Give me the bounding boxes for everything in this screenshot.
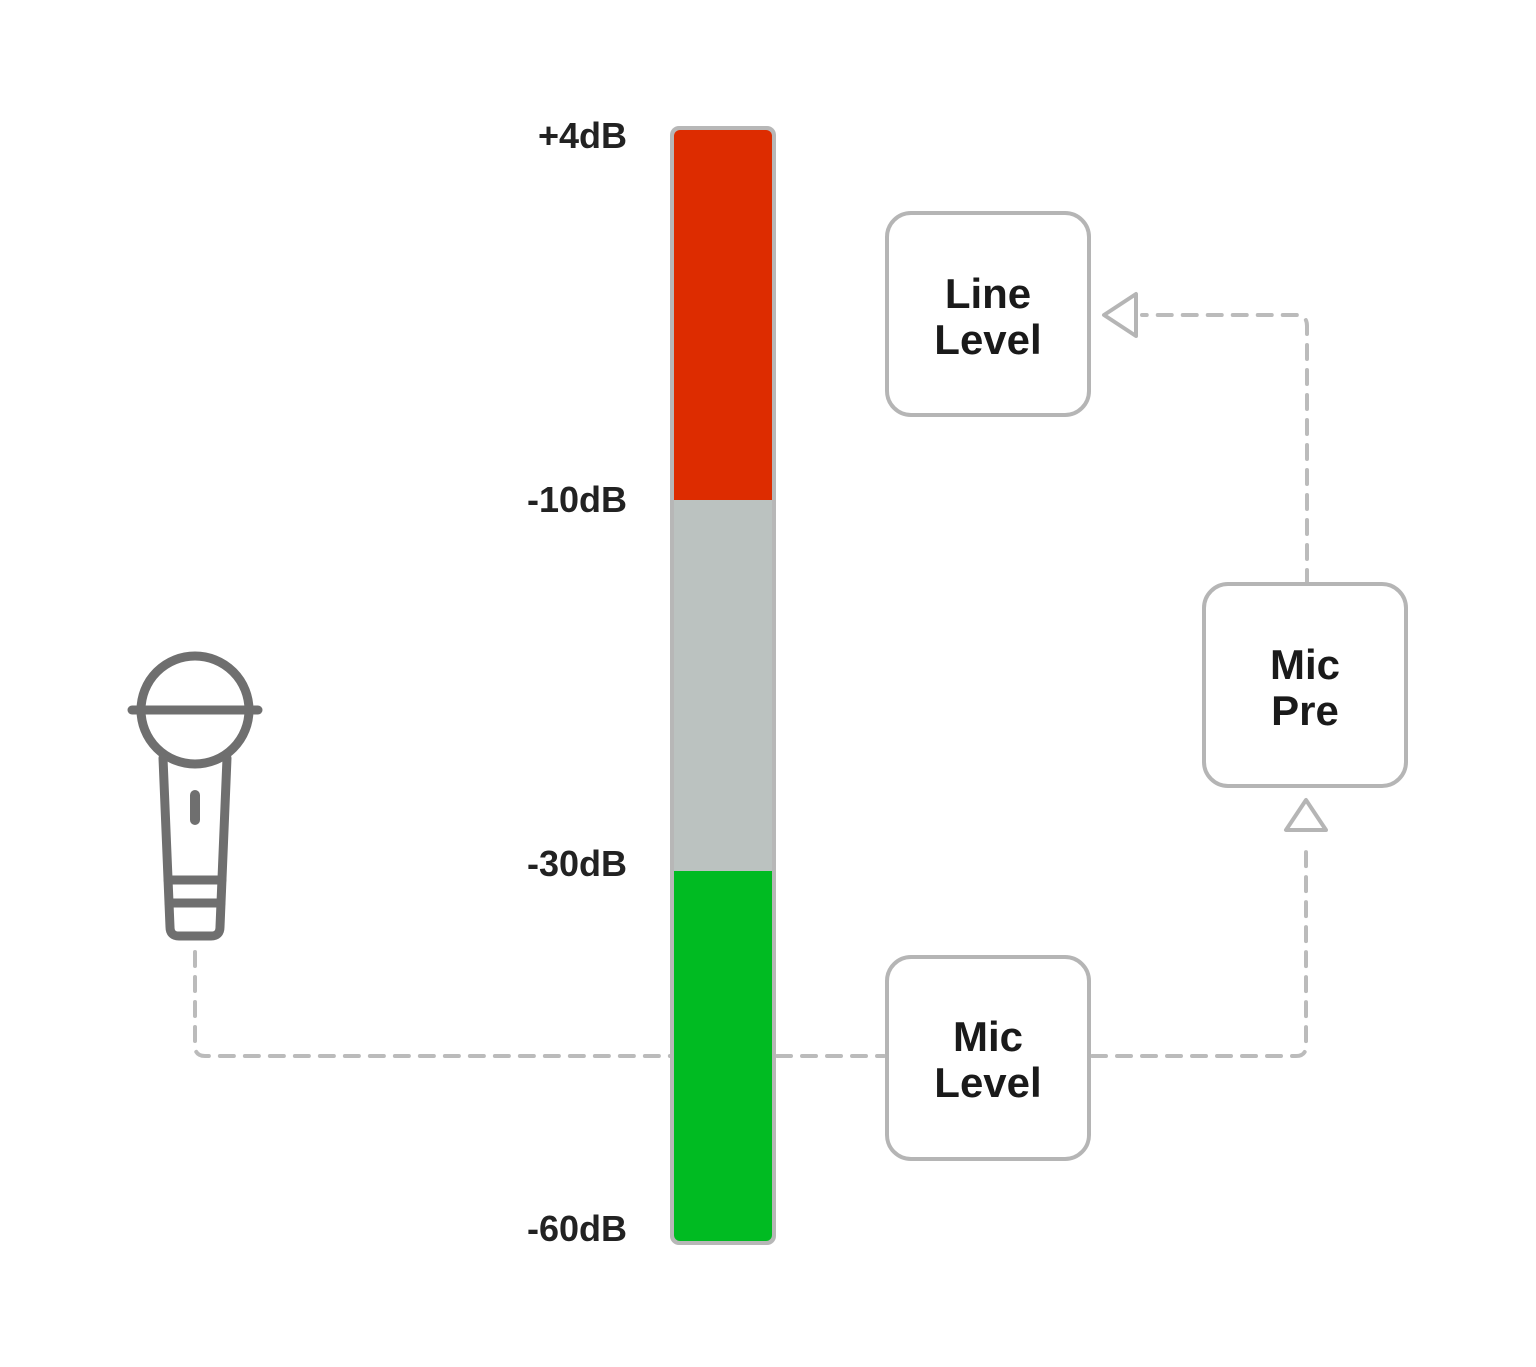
connectors bbox=[193, 292, 1328, 1058]
node-line-level-line2: Level bbox=[934, 316, 1041, 363]
arrow-up-icon bbox=[1284, 798, 1328, 832]
node-mic-level: Mic Level bbox=[885, 955, 1091, 1161]
tick-label-plus4: +4dB bbox=[538, 115, 627, 156]
connector-mic-level-to-mic-pre bbox=[1090, 842, 1308, 1058]
meter-segment-nominal bbox=[674, 500, 772, 871]
connector-mic-to-mic-level bbox=[193, 950, 886, 1058]
node-mic-pre-line1: Mic bbox=[1270, 641, 1340, 688]
connector-mic-pre-to-line-level bbox=[1140, 313, 1309, 586]
arrow-left-icon bbox=[1102, 292, 1138, 338]
microphone-icon bbox=[127, 651, 263, 941]
level-meter: +4dB -10dB -30dB -60dB bbox=[527, 115, 776, 1249]
node-line-level: Line Level bbox=[885, 211, 1091, 417]
tick-label-minus10: -10dB bbox=[527, 479, 627, 520]
meter-segment-low bbox=[674, 871, 772, 1241]
meter-segment-low-top bbox=[674, 871, 772, 891]
tick-label-minus30: -30dB bbox=[527, 843, 627, 884]
meter-segment-hot-base bbox=[674, 480, 772, 500]
node-mic-pre-line2: Pre bbox=[1271, 687, 1339, 734]
node-line-level-line1: Line bbox=[945, 270, 1031, 317]
node-mic-level-line2: Level bbox=[934, 1059, 1041, 1106]
tick-label-minus60: -60dB bbox=[527, 1208, 627, 1249]
node-mic-pre: Mic Pre bbox=[1202, 582, 1408, 788]
meter-segment-hot bbox=[674, 130, 772, 500]
node-mic-level-line1: Mic bbox=[953, 1013, 1023, 1060]
